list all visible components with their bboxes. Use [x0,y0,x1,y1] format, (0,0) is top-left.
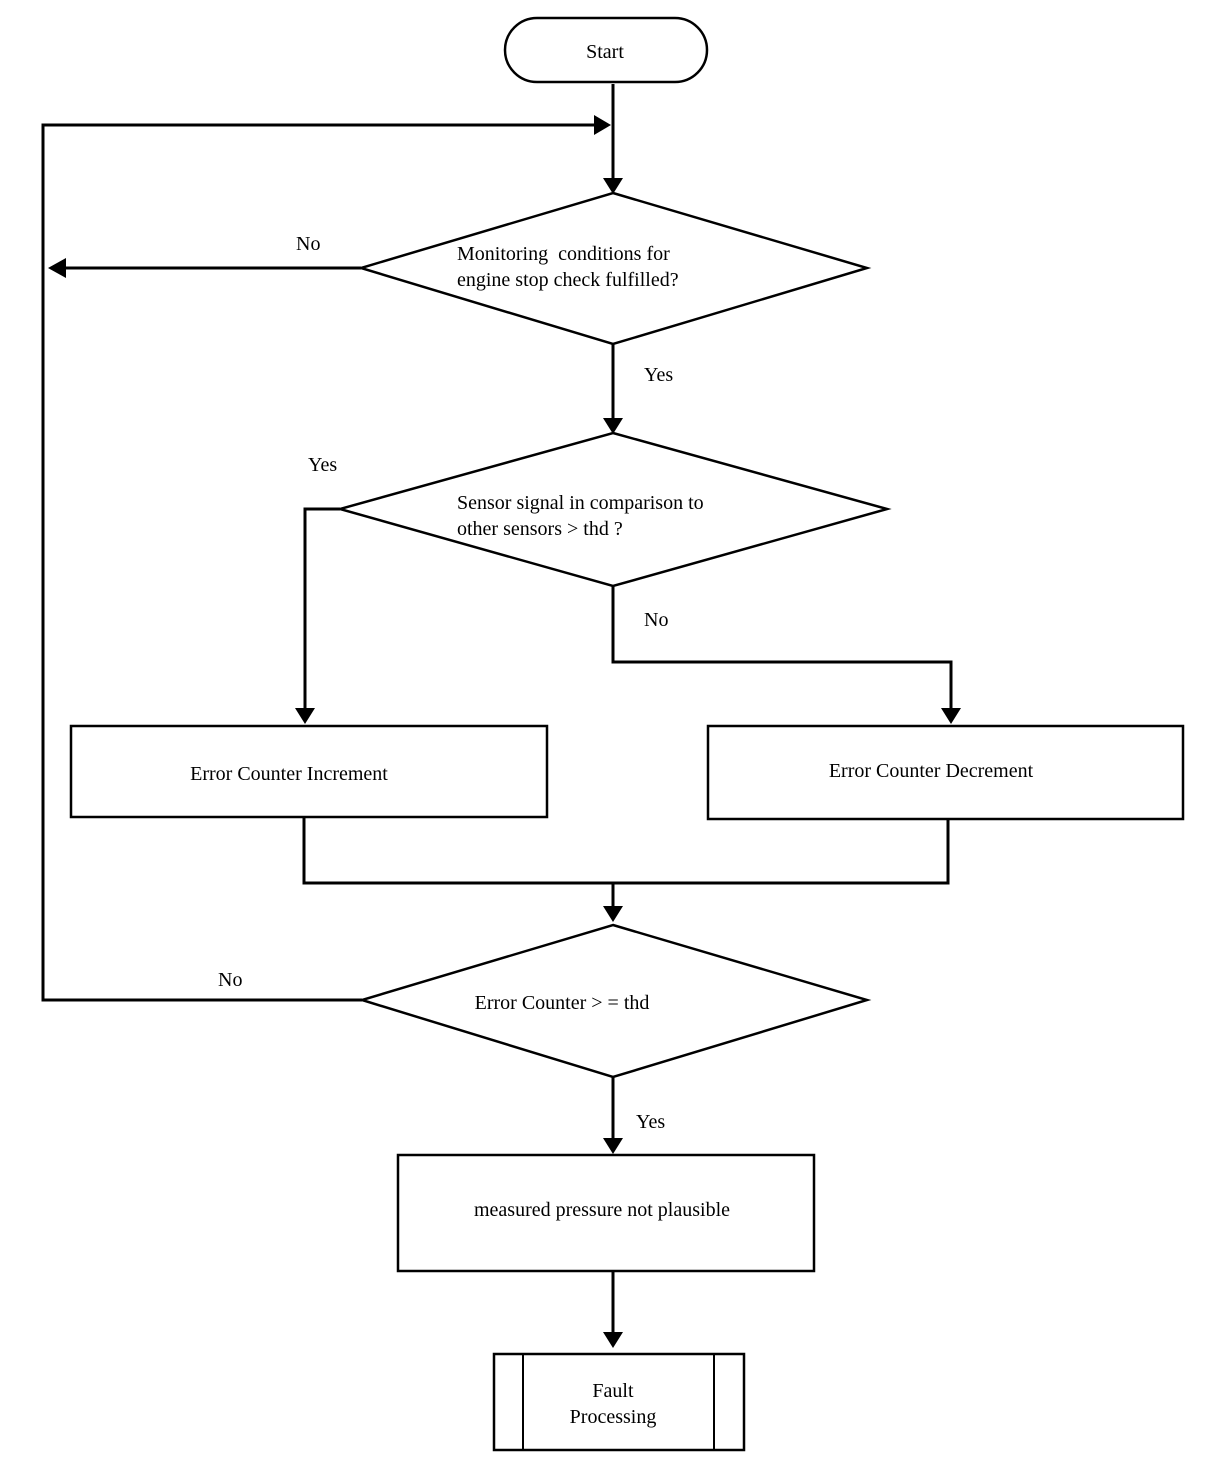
edge-label-monitoring-no: No [296,233,321,255]
not-plausible-process-box [396,1153,816,1273]
fault-processing-line2: Processing [569,1406,657,1428]
arrowhead-into-monitoring [603,178,623,194]
start-terminator [503,16,709,84]
sensor-decision-label: Sensor signal in comparison to other sen… [457,490,704,542]
increment-process-box [69,724,549,819]
loop-back-connector [41,123,594,1002]
decrement-label: Error Counter Decrement [828,760,1034,782]
fault-processing-box [492,1352,746,1452]
arrowhead-into-decrement [941,708,961,724]
monitoring-decision-label: Monitoring conditions for engine stop ch… [457,241,679,293]
counter-decision-label: Error Counter > = thd [474,992,650,1014]
sensor-decision-line2: other sensors > thd ? [457,518,623,540]
arrowhead-into-not-plausible [603,1138,623,1154]
edge-label-sensor-no: No [644,609,669,631]
fault-processing-line1: Fault [592,1380,634,1402]
increment-label: Error Counter Increment [190,763,388,785]
edge-label-counter-no: No [218,969,243,991]
start-label: Start [586,41,624,63]
fault-processing-label: Fault Processing [570,1378,657,1430]
connector-sensor-yes [303,507,340,708]
edge-label-counter-yes: Yes [636,1111,666,1133]
sensor-decision-line1: Sensor signal in comparison to [457,492,704,514]
arrowhead-into-increment [295,708,315,724]
connector-sensor-no [611,586,953,708]
arrowhead-into-fault [603,1332,623,1348]
arrowhead-monitoring-no [48,258,66,278]
monitoring-decision-line1: Monitoring conditions for [457,243,670,265]
arrowhead-into-sensor [603,418,623,434]
edge-label-monitoring-yes: Yes [644,364,674,386]
not-plausible-label: measured pressure not plausible [473,1199,731,1221]
edge-label-sensor-yes: Yes [308,454,338,476]
monitoring-decision-line2: engine stop check fulfilled? [457,269,679,291]
arrowhead-into-counter [603,906,623,922]
decrement-process-box [706,724,1185,821]
connector-merge [302,817,950,885]
arrowhead-loop-junction [594,115,611,135]
